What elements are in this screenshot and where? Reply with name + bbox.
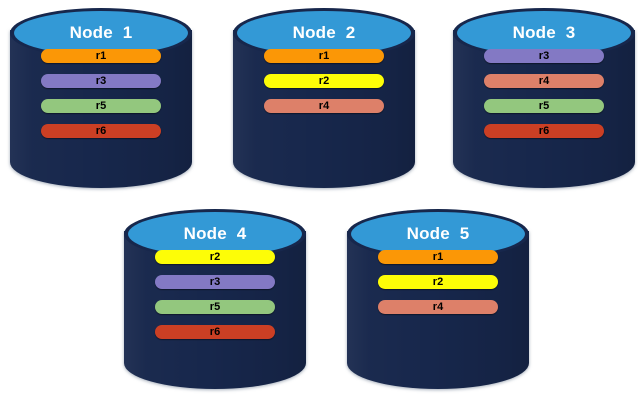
replica-bar[interactable]: r1 xyxy=(41,49,161,63)
node-1[interactable]: Node 1 r1 r3 r5 r6 xyxy=(10,8,192,190)
replica-label: r3 xyxy=(538,49,550,62)
replica-bar[interactable]: r2 xyxy=(264,74,384,88)
node-title: Node 3 xyxy=(512,23,576,42)
replica-bar[interactable]: r2 xyxy=(378,275,498,289)
replica-bar[interactable]: r1 xyxy=(378,250,498,264)
replica-label: r1 xyxy=(432,250,444,263)
replica-label: r5 xyxy=(538,99,550,112)
replica-label: r1 xyxy=(95,49,107,62)
node-4[interactable]: Node 4 r2 r3 r5 r6 xyxy=(124,209,306,391)
replica-label: r2 xyxy=(432,275,444,288)
replica-label: r5 xyxy=(95,99,107,112)
node-title: Node 1 xyxy=(69,23,133,42)
replica-label: r5 xyxy=(209,300,221,313)
replica-bar[interactable]: r6 xyxy=(484,124,604,138)
replica-bar[interactable]: r3 xyxy=(41,74,161,88)
cylinder-top-disc xyxy=(237,11,411,55)
replica-label: r2 xyxy=(318,74,330,87)
replica-bar[interactable]: r4 xyxy=(378,300,498,314)
cylinder-top-disc xyxy=(351,212,525,256)
replica-label: r1 xyxy=(318,49,330,62)
replica-bar[interactable]: r6 xyxy=(155,325,275,339)
replica-bar[interactable]: r3 xyxy=(155,275,275,289)
cylinder-top-disc xyxy=(14,11,188,55)
cylinder-top-disc xyxy=(128,212,302,256)
replica-bar[interactable]: r4 xyxy=(484,74,604,88)
replica-label: r4 xyxy=(432,300,444,313)
replica-bar[interactable]: r2 xyxy=(155,250,275,264)
replica-label: r3 xyxy=(209,275,221,288)
replica-stack: r1 r3 r5 r6 xyxy=(10,49,192,149)
replica-label: r6 xyxy=(95,124,107,137)
replica-bar[interactable]: r1 xyxy=(264,49,384,63)
replica-bar[interactable]: r5 xyxy=(484,99,604,113)
node-2[interactable]: Node 2 r1 r2 r4 xyxy=(233,8,415,190)
node-title: Node 2 xyxy=(292,23,356,42)
replica-label: r3 xyxy=(95,74,107,87)
replica-label: r6 xyxy=(538,124,550,137)
replica-stack: r2 r3 r5 r6 xyxy=(124,250,306,350)
replica-stack: r3 r4 r5 r6 xyxy=(453,49,635,149)
replica-stack: r1 r2 r4 xyxy=(233,49,415,124)
replica-bar[interactable]: r6 xyxy=(41,124,161,138)
node-3[interactable]: Node 3 r3 r4 r5 r6 xyxy=(453,8,635,190)
node-5[interactable]: Node 5 r1 r2 r4 xyxy=(347,209,529,391)
replica-bar[interactable]: r5 xyxy=(155,300,275,314)
replica-bar[interactable]: r3 xyxy=(484,49,604,63)
replica-label: r4 xyxy=(538,74,550,87)
replica-label: r4 xyxy=(318,99,330,112)
node-title: Node 4 xyxy=(183,224,247,243)
replica-label: r2 xyxy=(209,250,221,263)
replica-stack: r1 r2 r4 xyxy=(347,250,529,325)
replica-bar[interactable]: r5 xyxy=(41,99,161,113)
replica-label: r6 xyxy=(209,325,221,338)
cylinder-top-disc xyxy=(457,11,631,55)
node-title: Node 5 xyxy=(406,224,470,243)
replica-bar[interactable]: r4 xyxy=(264,99,384,113)
